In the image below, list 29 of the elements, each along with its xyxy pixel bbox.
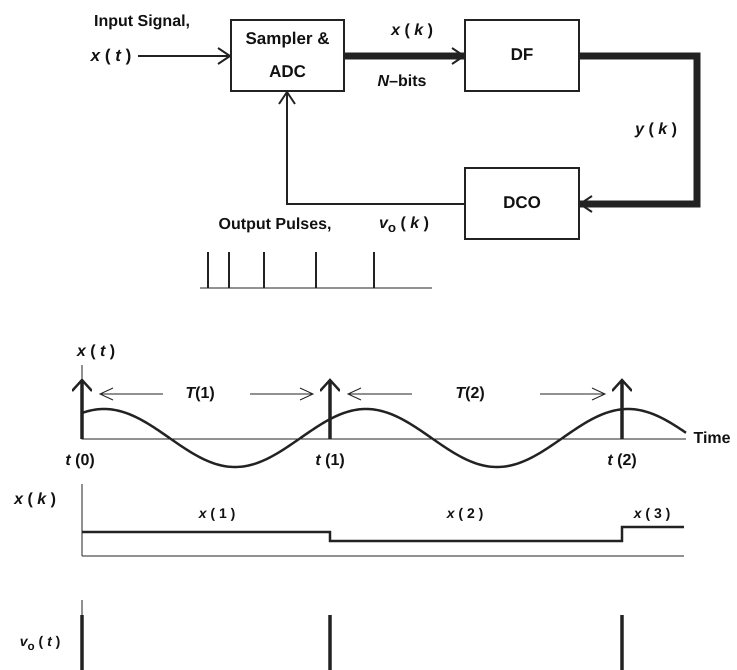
- tick-label: t (1): [315, 452, 345, 470]
- process-box: [464, 19, 580, 92]
- signal-label: N–bits: [378, 73, 426, 91]
- tick-label: t (0): [65, 452, 95, 470]
- period-label: T(1): [185, 385, 215, 403]
- tick-label: t (2): [607, 452, 637, 470]
- edge-label: y ( k ): [633, 121, 679, 139]
- arrow: [579, 52, 700, 213]
- axis-label: Time: [693, 430, 731, 448]
- arrow: [345, 47, 465, 65]
- arrow: [278, 91, 464, 205]
- process-box: [230, 19, 345, 92]
- edge-label: x ( k ): [389, 22, 435, 40]
- period-label: T(2): [455, 385, 485, 403]
- axis-label: v$_{o}$ ( t ): [20, 633, 60, 653]
- block-label: DF: [510, 44, 534, 66]
- signal-label: Output Pulses,: [218, 216, 332, 234]
- arrow: [138, 47, 231, 65]
- signal-label: Input Signal,: [94, 13, 190, 31]
- signal-label: x ( t ): [90, 46, 132, 66]
- signal-label: v$_{o}$ ( k ): [379, 214, 429, 236]
- block-label: Sampler & ADC: [244, 28, 331, 82]
- value-label: x ( 1 ): [198, 505, 236, 521]
- axis-label: x ( t ): [76, 343, 116, 361]
- block-label: DCO: [503, 192, 541, 214]
- value-label: x ( 2 ): [446, 505, 484, 521]
- process-box: [464, 167, 580, 240]
- axis-label: x ( k ): [14, 491, 56, 509]
- value-label: x ( 3 ): [634, 505, 670, 521]
